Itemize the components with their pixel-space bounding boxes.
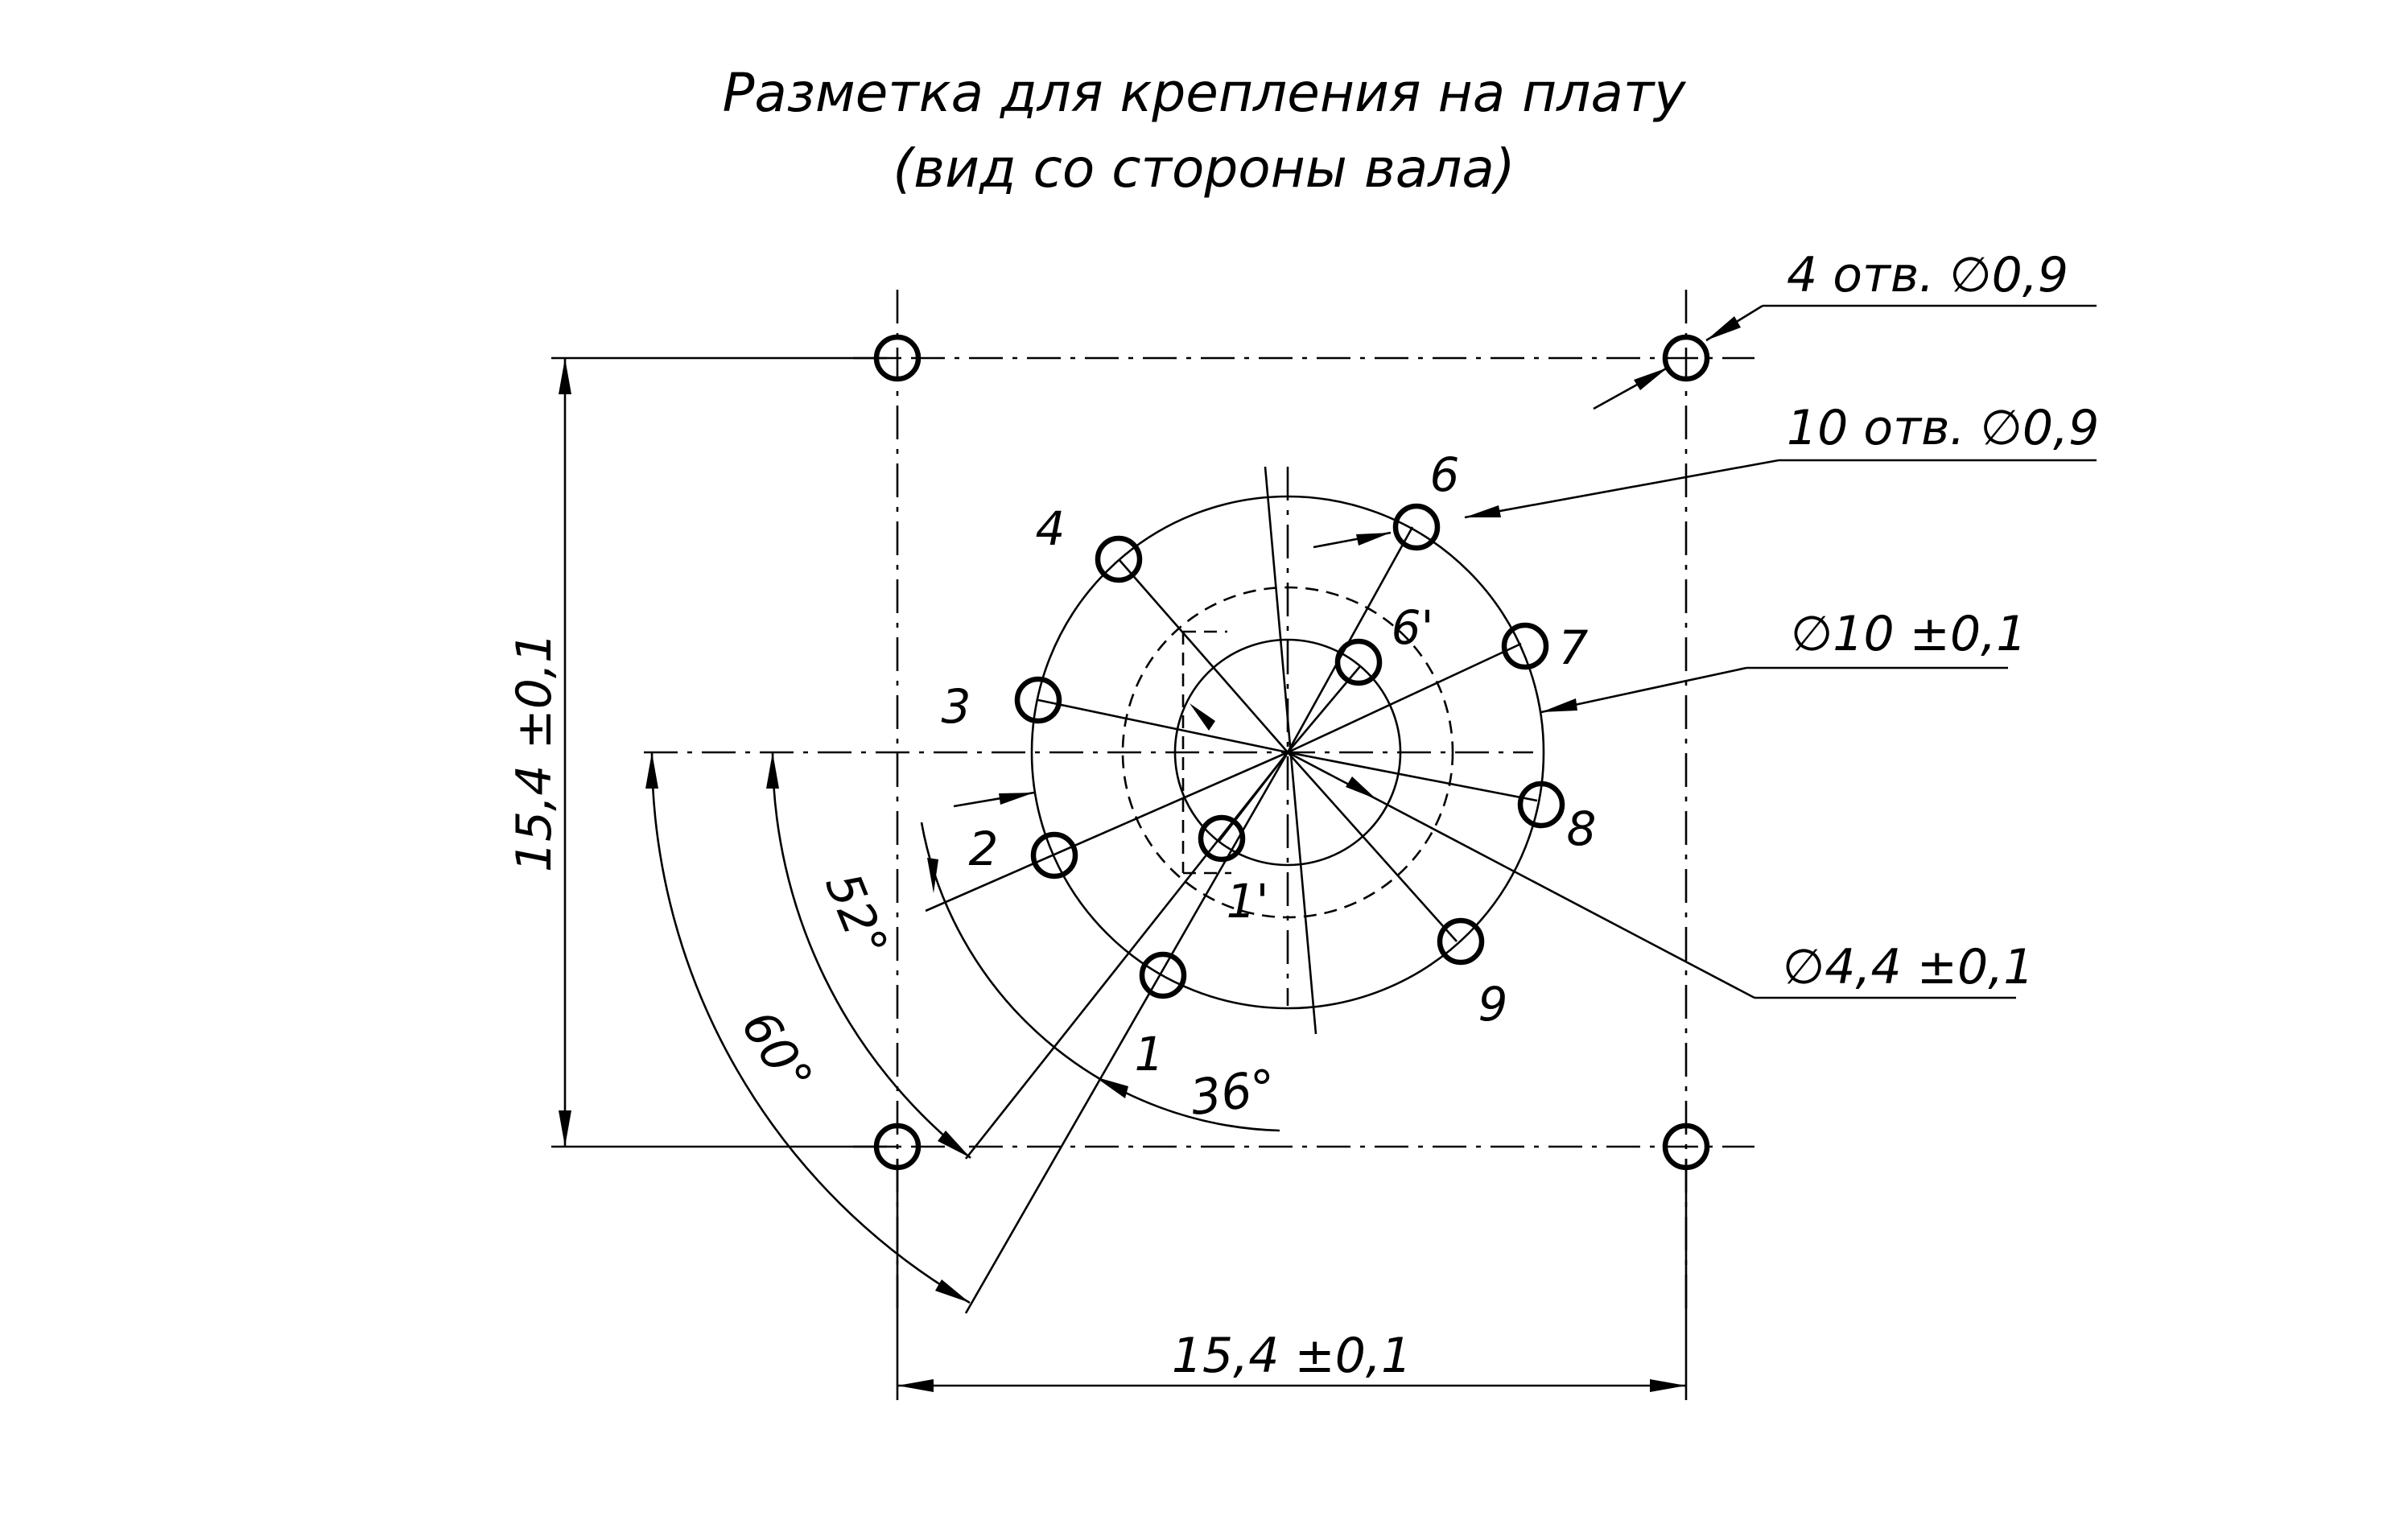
angle-36-label: 36° bbox=[1187, 1059, 1280, 1127]
angle-52-dimension: 52° bbox=[766, 752, 971, 1160]
corner-holes bbox=[873, 334, 1710, 1171]
title-line-2: (вид со стороны вала) bbox=[893, 138, 1515, 200]
hole-label-7: 7 bbox=[1559, 620, 1589, 675]
angle-60-label: 60° bbox=[730, 1001, 823, 1103]
title-line-1: Разметка для крепления на плату bbox=[723, 62, 1687, 124]
vertical-dimension: 15,4 ±0,1 bbox=[506, 356, 897, 1148]
callout-inner-diameter: ∅4,4 ±0,1 bbox=[1190, 703, 2034, 999]
angle-36-dimension: 36° bbox=[920, 822, 1280, 1132]
callout-corner-holes: 4 отв. ∅0,9 bbox=[1593, 247, 2097, 410]
vertical-dimension-label: 15,4 ±0,1 bbox=[506, 632, 563, 872]
callout-circle-holes-label: 10 отв. ∅0,9 bbox=[1787, 400, 2099, 456]
horizontal-dimension: 15,4 ±0,1 bbox=[896, 1159, 1688, 1400]
hole-label-9: 9 bbox=[1478, 977, 1508, 1032]
angle-60-dimension: 60° bbox=[645, 752, 971, 1304]
callout-outer-diameter-label: ∅10 ±0,1 bbox=[1791, 606, 2027, 662]
square-centerlines bbox=[644, 290, 1754, 1312]
hole-label-6: 6 bbox=[1430, 447, 1460, 502]
callout-circle-holes: 10 отв. ∅0,9 bbox=[1313, 400, 2099, 549]
dashed-circle bbox=[1121, 586, 1454, 919]
callout-inner-diameter-label: ∅4,4 ±0,1 bbox=[1783, 939, 2034, 995]
hole-label-1: 1 bbox=[1135, 1027, 1165, 1081]
hole-label-1-prime: 1' bbox=[1227, 874, 1269, 929]
callout-corner-holes-label: 4 отв. ∅0,9 bbox=[1787, 247, 2068, 303]
angle-52-label: 52° bbox=[814, 865, 898, 966]
hole-label-2: 2 bbox=[969, 822, 999, 876]
hole-labels: 1 2 3 4 6 7 8 9 1' 6' bbox=[942, 447, 1597, 1081]
circle-holes bbox=[1014, 503, 1565, 999]
inner-circle-d4-4 bbox=[1173, 638, 1402, 867]
hole-label-4: 4 bbox=[1036, 501, 1066, 556]
hole-label-3: 3 bbox=[942, 679, 971, 734]
hole-circle-d10 bbox=[1030, 495, 1545, 1010]
hole-label-8: 8 bbox=[1567, 801, 1597, 856]
callout-outer-diameter: ∅10 ±0,1 bbox=[953, 606, 2027, 808]
hole-label-6-prime: 6' bbox=[1392, 600, 1434, 655]
horizontal-dimension-label: 15,4 ±0,1 bbox=[1172, 1328, 1412, 1384]
